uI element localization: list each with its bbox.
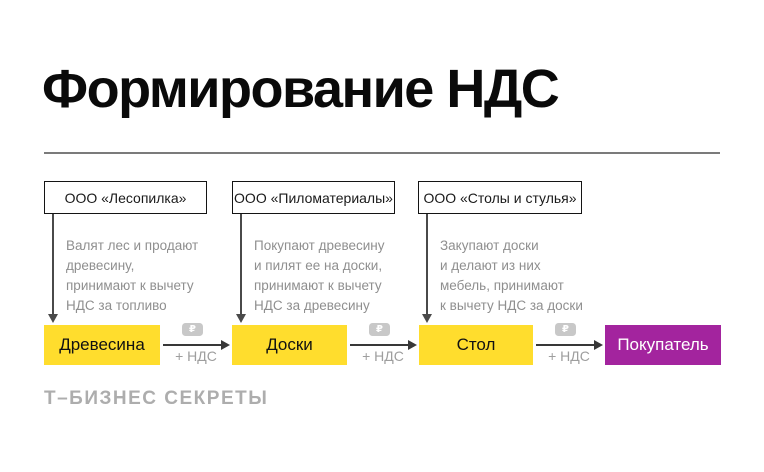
company-name: ООО «Столы и стулья» [423, 189, 577, 206]
company-name: ООО «Лесопилка» [64, 189, 187, 206]
right-arrow-head-icon [221, 340, 230, 350]
right-arrow-head-icon [594, 340, 603, 350]
ruble-money-icon: ₽ [555, 321, 579, 336]
product-box-doski: Доски [232, 325, 347, 365]
company-description: Покупают древесину и пилят ее на доски, … [254, 238, 385, 313]
ruble-symbol: ₽ [562, 323, 569, 335]
buyer-label: Покупатель [617, 335, 709, 354]
down-arrow-head-icon [236, 314, 246, 323]
vat-label: + НДС [362, 348, 404, 364]
down-arrow-line-3 [426, 214, 428, 315]
ruble-money-icon: ₽ [182, 321, 206, 336]
right-arrow-line [163, 344, 222, 346]
transfer-arrow-3: ₽ + НДС [533, 320, 605, 370]
product-label: Доски [266, 335, 313, 354]
right-arrow-line [350, 344, 409, 346]
product-box-stol: Стол [419, 325, 533, 365]
company-box-pilomaterialy: ООО «Пиломатериалы» [232, 181, 395, 214]
company-name: ООО «Пиломатериалы» [234, 189, 393, 206]
product-label: Стол [456, 335, 496, 354]
down-arrow-line-2 [240, 214, 242, 315]
vat-label: + НДС [175, 348, 217, 364]
down-arrow-head-icon [48, 314, 58, 323]
right-arrow-head-icon [408, 340, 417, 350]
vat-label: + НДС [548, 348, 590, 364]
down-arrow-head-icon [422, 314, 432, 323]
company-box-stoly-i-stulya: ООО «Столы и стулья» [418, 181, 582, 214]
product-box-drevesina: Древесина [44, 325, 160, 365]
ruble-symbol: ₽ [376, 323, 383, 335]
transfer-arrow-1: ₽ + НДС [160, 320, 232, 370]
title-divider [44, 152, 720, 154]
company-description: Закупают доски и делают из них мебель, п… [440, 238, 583, 313]
ruble-symbol: ₽ [189, 323, 196, 335]
down-arrow-line-1 [52, 214, 54, 315]
ruble-money-icon: ₽ [369, 321, 393, 336]
buyer-box: Покупатель [605, 325, 721, 365]
transfer-arrow-2: ₽ + НДС [347, 320, 419, 370]
product-label: Древесина [59, 335, 145, 354]
company-box-lesopilka: ООО «Лесопилка» [44, 181, 207, 214]
company-description: Валят лес и продают древесину, принимают… [66, 238, 199, 313]
right-arrow-line [536, 344, 595, 346]
page-title: Формирование НДС [42, 59, 560, 119]
t-business-secrets-logo: Т–БИЗНЕС СЕКРЕТЫ [44, 388, 269, 409]
